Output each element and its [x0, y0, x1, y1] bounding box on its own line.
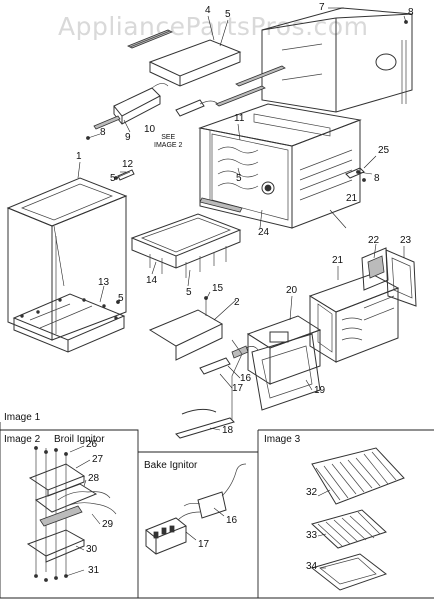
callout-7: 7 — [319, 2, 325, 13]
callout-22: 22 — [368, 235, 380, 246]
see-image-note-line2: IMAGE 2 — [154, 142, 183, 149]
callout-30: 30 — [86, 544, 98, 555]
callout-14: 14 — [146, 275, 158, 286]
bake-ignitor-inset — [145, 463, 247, 555]
callout-24: 24 — [258, 227, 270, 238]
callout-21: 21 — [332, 255, 344, 266]
callout-8: 8 — [374, 173, 380, 184]
callout-12: 12 — [122, 159, 134, 170]
callout-23: 23 — [400, 235, 412, 246]
back-panel — [261, 7, 413, 113]
callout-5: 5 — [225, 9, 231, 20]
oven-cavity — [198, 103, 365, 229]
callout-8: 8 — [100, 127, 106, 138]
callout-28: 28 — [88, 473, 100, 484]
ignitor-housing — [93, 83, 219, 130]
broil-ignitor-exploded — [26, 445, 117, 582]
callout-25: 25 — [378, 145, 390, 156]
callout-20: 20 — [286, 285, 298, 296]
side-rails — [215, 65, 286, 107]
outer-wrap — [6, 177, 128, 341]
leader-lines — [53, 7, 407, 431]
callout-32: 32 — [306, 487, 318, 498]
callout-18: 18 — [222, 425, 234, 436]
racks-and-pan — [310, 447, 405, 591]
callout-13: 13 — [98, 277, 110, 288]
callout-27: 27 — [92, 454, 104, 465]
callout-21: 21 — [346, 193, 358, 204]
callout-33: 33 — [306, 530, 318, 541]
see-image-note-line1: SEE — [161, 134, 176, 141]
door-frame — [246, 315, 322, 385]
callout-10: 10 — [144, 124, 156, 135]
image1-title: Image 1 — [4, 412, 41, 423]
see-image-note: SEE IMAGE 2 — [154, 134, 182, 150]
bracket — [148, 296, 224, 361]
bottom-tray — [12, 293, 126, 353]
side-panels — [361, 247, 417, 307]
callout-8: 8 — [408, 7, 414, 18]
bake-ignitor-title: Bake Ignitor — [144, 460, 198, 471]
bake-ignitor-assembly — [175, 339, 259, 439]
callout-11: 11 — [234, 113, 245, 124]
broiler-box — [308, 273, 400, 363]
callout-29: 29 — [102, 519, 114, 530]
callout-5: 5 — [236, 173, 242, 184]
front-frame — [251, 333, 321, 411]
top-rail — [127, 29, 173, 49]
inset-frames — [0, 422, 434, 599]
callout-15: 15 — [212, 283, 224, 294]
callout-5: 5 — [110, 173, 116, 184]
callout-26: 26 — [86, 439, 98, 450]
callout-17: 17 — [232, 383, 244, 394]
broil-ignitor-title: Broil Ignitor — [54, 434, 105, 445]
callout-31: 31 — [88, 565, 100, 576]
image3-title: Image 3 — [264, 434, 301, 445]
callout-17: 17 — [198, 539, 210, 550]
callout-9: 9 — [125, 132, 131, 143]
callout-16: 16 — [226, 515, 238, 526]
image2-title: Image 2 — [4, 434, 41, 445]
callout-2: 2 — [234, 297, 240, 308]
callout-16: 16 — [240, 373, 252, 384]
callout-4: 4 — [205, 5, 211, 16]
inner-bottom-panel — [130, 213, 242, 278]
callout-34: 34 — [306, 561, 318, 572]
screws-hardware — [86, 20, 408, 304]
callout-5: 5 — [118, 293, 124, 304]
callout-1: 1 — [76, 151, 82, 162]
callout-5: 5 — [186, 287, 192, 298]
top-panel — [148, 39, 242, 87]
callout-19: 19 — [314, 385, 326, 396]
